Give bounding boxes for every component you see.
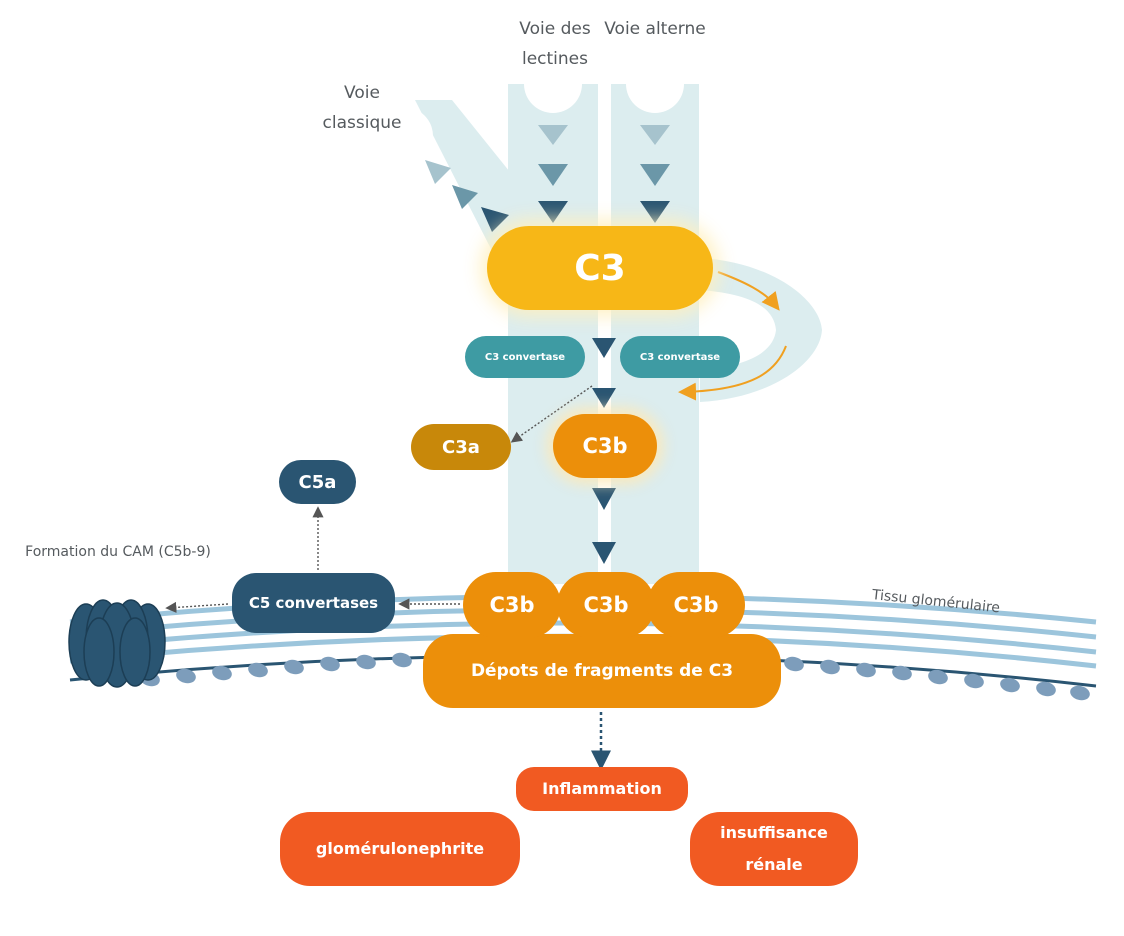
- c3-to-c3a-arrow: [510, 385, 593, 443]
- pathway-bands: [415, 84, 822, 584]
- loop-arrow-bottom: [678, 345, 787, 401]
- c3a-node: C3a: [411, 424, 511, 470]
- alternative-pathway-label: Voie alterne: [604, 19, 706, 39]
- receptor-cups: [375, 55, 684, 165]
- c5-convertases-node: C5 convertases: [232, 573, 395, 633]
- glomerulonephritis-node: glomérulonephrite: [280, 812, 520, 886]
- c3-node: C3: [487, 226, 713, 310]
- c3b-deposit-3: C3b: [647, 572, 745, 638]
- alternative-receptor-cup: [626, 55, 684, 113]
- cascade-arrows: [425, 125, 670, 564]
- mac-formation-label: Formation du CAM (C5b-9): [25, 544, 211, 560]
- c3-convertase-left: C3 convertase: [465, 336, 585, 378]
- c3b-deposit-2: C3b: [557, 572, 655, 638]
- inflammation-node: Inflammation: [516, 767, 688, 811]
- classical-pathway-label: Voie classique: [322, 83, 402, 133]
- lectin-pathway-band: [508, 84, 598, 584]
- mac-pore-icon: [68, 599, 166, 688]
- renal-failure-node: insuffisance rénale: [690, 812, 858, 886]
- lectin-receptor-cup: [524, 55, 582, 113]
- c5a-node: C5a: [279, 460, 356, 504]
- c3-deposits-node: Dépots de fragments de C3: [423, 634, 781, 708]
- loop-arrow-top: [717, 271, 780, 311]
- c3b-deposit-1: C3b: [463, 572, 561, 638]
- alternative-pathway-band: [611, 84, 699, 584]
- c3-convertase-right: C3 convertase: [620, 336, 740, 378]
- classical-receptor-cup: [375, 107, 433, 165]
- c3b-node: C3b: [553, 414, 657, 478]
- amplification-loop-band: [700, 258, 822, 402]
- lectin-pathway-label: Voie des lectines: [519, 19, 591, 69]
